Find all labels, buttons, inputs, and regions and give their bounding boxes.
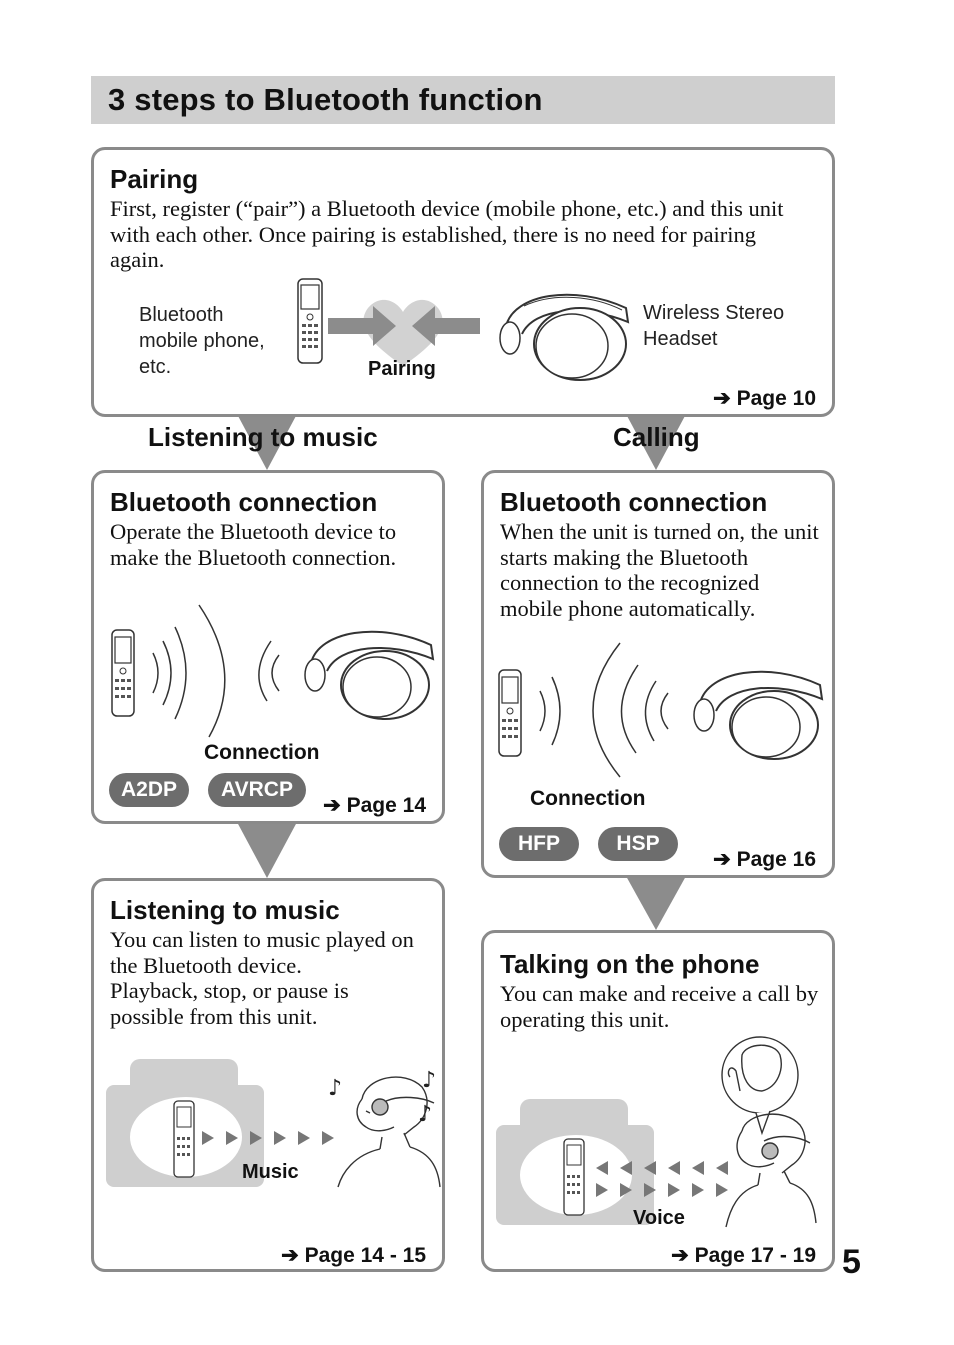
receive-arrows-icon <box>596 1161 728 1175</box>
bt-connection-music-box: Bluetooth connection Operate the Bluetoo… <box>91 470 445 824</box>
caller-bubble-icon <box>721 1036 799 1136</box>
page-title: 3 steps to Bluetooth function <box>108 82 543 117</box>
pairing-page-ref: ➔ Page 10 <box>713 387 816 410</box>
music-illustration: ♪ ♪ ♪ <box>106 1059 441 1188</box>
talk-title: Talking on the phone <box>500 949 760 979</box>
pairing-box: Pairing First, register (“pair”) a Bluet… <box>91 147 835 417</box>
arrow-icon: ➔ <box>323 794 347 817</box>
headset-icon <box>499 293 630 381</box>
music-note-icon: ♪ ♪ ♪ <box>328 1068 436 1127</box>
arrow-icon: ➔ <box>281 1244 305 1267</box>
profile-badge-a2dp: A2DP <box>109 773 189 807</box>
page-number: 5 <box>842 1243 861 1281</box>
arrow-icon: ➔ <box>713 387 737 410</box>
arrow-icon: ➔ <box>671 1244 695 1267</box>
pairing-body: First, register (“pair”) a Bluetooth dev… <box>110 196 784 272</box>
talk-body: You can make and receive a call by opera… <box>500 981 819 1032</box>
branch-listening-heading: Listening to music <box>148 422 378 452</box>
svg-text:♪: ♪ <box>422 1068 436 1093</box>
signal-waves-icon <box>539 642 669 778</box>
talking-box: Talking on the phone You can make and re… <box>481 930 835 1272</box>
page-title-bar: 3 steps to Bluetooth function <box>91 76 835 124</box>
signal-waves-icon <box>152 604 280 738</box>
talk-caption: Voice <box>633 1207 685 1229</box>
pairing-center-label: Pairing <box>368 358 436 380</box>
phone-icon <box>498 669 522 757</box>
bt-connection-call-box: Bluetooth connection When the unit is tu… <box>481 470 835 878</box>
voice-illustration <box>496 1036 817 1228</box>
bt-call-body: When the unit is turned on, the unit sta… <box>500 519 819 621</box>
bt-music-caption: Connection <box>204 741 320 764</box>
bt-call-title: Bluetooth connection <box>500 487 768 517</box>
profile-badge-avrcp: AVRCP <box>208 773 306 807</box>
person-icon <box>337 1076 441 1188</box>
flow-arrow-right-2 <box>626 876 686 930</box>
heart-icon <box>328 299 480 366</box>
bt-call-caption: Connection <box>530 787 646 810</box>
phone-icon <box>111 629 135 717</box>
arrow-icon <box>412 306 480 346</box>
flow-arrow-left-2 <box>237 822 297 878</box>
headset-icon <box>693 670 824 760</box>
svg-text:♪: ♪ <box>418 1102 432 1127</box>
listen-body: You can listen to music played on the Bl… <box>110 927 414 1029</box>
headset-icon <box>304 630 435 720</box>
listen-page-ref: ➔ Page 14 - 15 <box>281 1244 426 1267</box>
profile-badge-hsp: HSP <box>598 827 678 861</box>
bt-call-page-ref: ➔ Page 16 <box>713 848 816 871</box>
play-arrows-icon <box>202 1131 334 1145</box>
person-icon <box>725 1113 817 1228</box>
flow-arrow-right-1 <box>626 414 686 470</box>
pairing-title: Pairing <box>110 164 199 194</box>
listen-title: Listening to music <box>110 895 340 925</box>
profile-badge-hfp: HFP <box>499 827 579 861</box>
svg-text:♪: ♪ <box>328 1076 342 1101</box>
bt-music-title: Bluetooth connection <box>110 487 378 517</box>
bt-music-page-ref: ➔ Page 14 <box>323 794 426 817</box>
flow-arrow-left-1 <box>237 414 297 470</box>
branch-calling-heading: Calling <box>613 422 700 452</box>
pairing-left-label: Bluetooth mobile phone, etc. <box>139 304 265 378</box>
arrow-icon: ➔ <box>713 848 737 871</box>
listening-box: Listening to music You can listen to mus… <box>91 878 445 1272</box>
bt-music-body: Operate the Bluetooth device to make the… <box>110 519 397 570</box>
arrow-icon <box>328 306 396 346</box>
talk-page-ref: ➔ Page 17 - 19 <box>671 1244 816 1267</box>
send-arrows-icon <box>596 1183 728 1197</box>
pairing-right-label: Wireless Stereo Headset <box>643 302 785 350</box>
listen-caption: Music <box>242 1161 299 1183</box>
phone-icon <box>297 278 323 364</box>
